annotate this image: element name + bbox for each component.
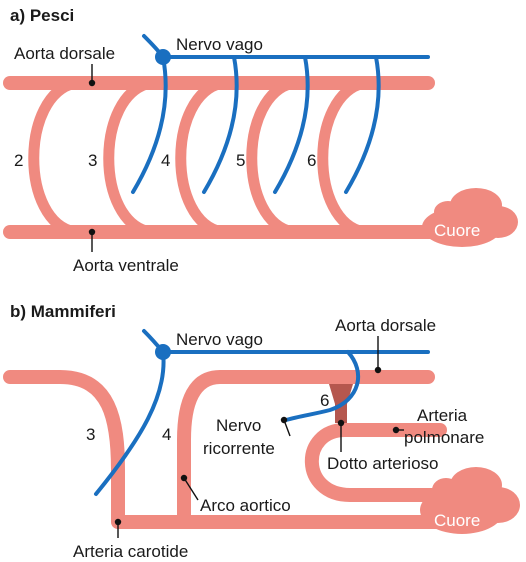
- panel-b-mammals: b) Mammiferi Cuore Nervo vago Aorta dors…: [10, 302, 520, 561]
- fish-gill-arch-6: [323, 83, 364, 232]
- fish-ventral-aorta-dot: [89, 229, 95, 235]
- fish-heart-label: Cuore: [434, 221, 480, 240]
- mammal-nerve-label: Nervo vago: [176, 330, 263, 349]
- panel-a-fish: a) Pesci Cuore Nervo vago Aorta dorsale: [10, 6, 518, 275]
- fish-dorsal-aorta-dot: [89, 80, 95, 86]
- fish-dorsal-aorta-label: Aorta dorsale: [14, 44, 115, 63]
- fish-arch-5-label: 5: [236, 151, 245, 170]
- fish-arch-4-label: 4: [161, 151, 170, 170]
- mammal-carotid-label: Arteria carotide: [73, 542, 188, 561]
- mammal-pulmonary-dot: [393, 427, 399, 433]
- panel-a-title: a) Pesci: [10, 6, 74, 25]
- mammal-carotid-dot: [115, 519, 121, 525]
- mammal-recurrent-label-1: Nervo: [216, 416, 261, 435]
- mammal-pulmonary-label-1: Arteria: [417, 406, 468, 425]
- mammal-arch-4-label: 4: [162, 425, 171, 444]
- mammal-nerve-branch: [96, 352, 164, 494]
- mammal-heart-label: Cuore: [434, 511, 480, 530]
- mammal-aortic-arch-label: Arco aortico: [200, 496, 291, 515]
- mammal-ductus-dot: [338, 420, 344, 426]
- mammal-pulmonary-label-2: polmonare: [404, 428, 484, 447]
- mammal-recurrent-dot: [281, 417, 287, 423]
- fish-arch-6-label: 6: [307, 151, 316, 170]
- mammal-dorsal-aorta-dot: [375, 367, 381, 373]
- mammal-arch-3-label: 3: [86, 425, 95, 444]
- fish-gill-arch-2: [34, 83, 75, 232]
- fish-arch-3-label: 3: [88, 151, 97, 170]
- fish-gill-arch-4: [181, 83, 222, 232]
- mammal-ductus-label: Dotto arterioso: [327, 454, 439, 473]
- fish-gill-arch-3: [109, 83, 150, 232]
- fish-nerve-label: Nervo vago: [176, 35, 263, 54]
- fish-arch-2-label: 2: [14, 151, 23, 170]
- fish-gill-arch-5: [252, 83, 293, 232]
- mammal-recurrent-label-2: ricorrente: [203, 439, 275, 458]
- mammal-aortic-arch-dot: [181, 475, 187, 481]
- panel-b-title: b) Mammiferi: [10, 302, 116, 321]
- fish-ventral-aorta-label: Aorta ventrale: [73, 256, 179, 275]
- mammal-dorsal-aorta-label: Aorta dorsale: [335, 316, 436, 335]
- mammal-arch-6-label: 6: [320, 391, 329, 410]
